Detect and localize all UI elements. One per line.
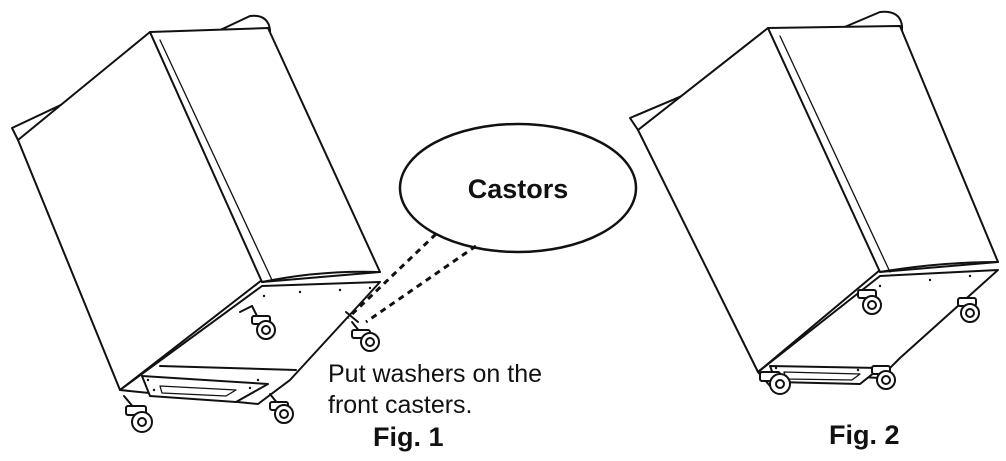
- figure-1: Castors Put washers on the front casters…: [11, 14, 638, 452]
- callout-leader-line: [346, 232, 438, 320]
- callout-bubble: [398, 122, 638, 254]
- caster-wheel-icon: [871, 365, 896, 390]
- caster-wheel-icon: [957, 297, 980, 323]
- caster-wheel-icon: [345, 311, 380, 352]
- caster-wheel-icon: [857, 289, 882, 315]
- washer-note-line-1: Put washers on the: [328, 360, 542, 388]
- washer-note-line-2: front casters.: [328, 391, 473, 419]
- figure-2-caption: Fig. 2: [829, 420, 900, 450]
- refrigerator-icon: [629, 10, 999, 385]
- callout-leader-line: [365, 244, 477, 324]
- caster-wheel-icon: [757, 371, 791, 395]
- callout-label: Castors: [468, 174, 569, 204]
- figure-2: Fig. 2: [629, 10, 999, 450]
- caster-wheel-icon: [239, 305, 276, 340]
- figure-1-caption: Fig. 1: [373, 422, 444, 452]
- refrigerator-icon: [11, 14, 381, 405]
- caster-wheel-icon: [269, 393, 294, 424]
- caster-wheel-icon: [123, 395, 153, 433]
